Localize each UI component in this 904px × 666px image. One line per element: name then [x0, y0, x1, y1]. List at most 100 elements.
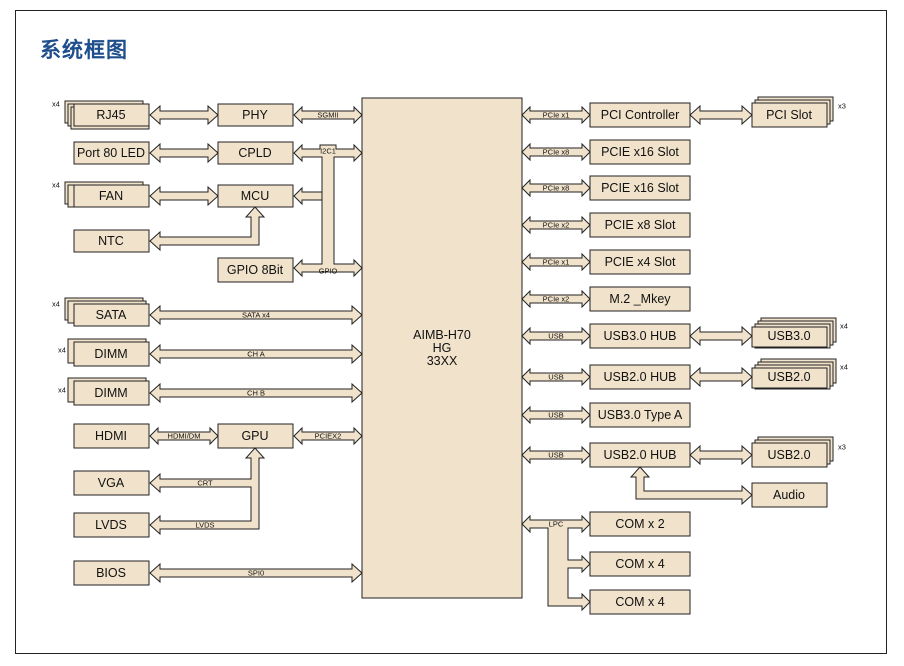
- com3-label: COM x 4: [615, 595, 664, 609]
- usb20-a-label: USB2.0: [767, 370, 810, 384]
- usb30a-label: USB3.0 Type A: [598, 408, 683, 422]
- pcie-x8-a-label: PCIe x8: [543, 148, 570, 157]
- usb30hub-label: USB3.0 HUB: [604, 329, 677, 343]
- cpu-label-2: HG: [433, 341, 452, 355]
- pcie4-label: PCIE x4 Slot: [605, 255, 676, 269]
- hdmi-dm-label: HDMI/DM: [168, 432, 201, 441]
- port80-label: Port 80 LED: [77, 146, 145, 160]
- dimm-a-count: x4: [58, 346, 66, 355]
- audio-label: Audio: [773, 488, 805, 502]
- cpu-label-1: AIMB-H70: [413, 328, 471, 342]
- page-title: 系统框图: [40, 38, 128, 62]
- dimm-b-block: [73, 380, 150, 406]
- cpld-label: CPLD: [238, 146, 271, 160]
- rj45-label: RJ45: [96, 108, 125, 122]
- mcu-label: MCU: [241, 189, 269, 203]
- pciex2-arrow: [293, 426, 363, 446]
- usb20hub-a-label: USB2.0 HUB: [604, 370, 677, 384]
- com3-block: [589, 589, 691, 615]
- port80-block: [73, 141, 150, 165]
- usb-d-label: USB: [548, 451, 563, 460]
- bios-block: [73, 560, 150, 586]
- m2-block: [589, 286, 691, 312]
- cpu-label-3: 33XX: [427, 354, 458, 368]
- chb-label: CH B: [247, 389, 265, 398]
- rj45-phy-arrow: [149, 104, 219, 126]
- phy-block: [217, 103, 294, 127]
- bios-label: BIOS: [96, 566, 126, 580]
- gpu-label: GPU: [241, 429, 268, 443]
- spi0-arrow: [149, 562, 363, 584]
- gpio-bus-label: GPIO: [319, 267, 338, 276]
- pci-slot-arrow: [689, 104, 753, 126]
- com1-label: COM x 2: [615, 517, 664, 531]
- pcie-x8-b-label: PCIe x8: [543, 184, 570, 193]
- cha-label: CH A: [247, 350, 265, 359]
- sata-block: [73, 303, 150, 327]
- pcie-x2-a-label: PCIe x2: [543, 221, 570, 230]
- vga-label: VGA: [98, 476, 125, 490]
- lvds-link-label: LVDS: [195, 521, 214, 530]
- audio-arrow: [629, 466, 753, 506]
- chb-arrow: [149, 382, 363, 404]
- cha-arrow: [149, 343, 363, 365]
- dimm-b-label: DIMM: [94, 386, 127, 400]
- pcie4-block: [589, 249, 691, 275]
- i2c1-label: I2C1: [320, 147, 336, 156]
- usb30-port-arrow: [689, 325, 753, 347]
- pcie-x1-b-label: PCIe x1: [543, 258, 570, 267]
- usb30-label: USB3.0: [767, 329, 810, 343]
- pci-controller-block: [589, 102, 691, 128]
- usb20-b-count: x3: [838, 443, 846, 452]
- pcie8-label: PCIE x8 Slot: [605, 218, 676, 232]
- lvds-label: LVDS: [95, 518, 127, 532]
- usb20hub-a-block: [589, 364, 691, 390]
- com1-block: [589, 511, 691, 537]
- usb30-block: [751, 326, 828, 348]
- fan-label: FAN: [99, 189, 123, 203]
- usb20-a-port-arrow: [689, 366, 753, 388]
- rj45-count: x4: [52, 100, 60, 109]
- hdmi-block: [73, 423, 150, 449]
- pci-slot-block: [751, 102, 828, 128]
- ntc-mcu-arrow: [149, 206, 266, 252]
- lpc-label: LPC: [549, 520, 564, 529]
- cpu-block: [361, 97, 523, 599]
- usb20-b-port-arrow: [689, 444, 753, 466]
- audio-block: [751, 482, 828, 508]
- pcie16-b-block: [589, 175, 691, 201]
- usb30hub-block: [589, 323, 691, 349]
- sata-label: SATA: [96, 308, 127, 322]
- dimm-a-block: [73, 341, 150, 367]
- m2-label: M.2 _Mkey: [609, 292, 671, 306]
- rj45-block: [73, 103, 150, 127]
- sgmii-label: SGMII: [317, 111, 338, 120]
- pciex2-label: PCIEX2: [315, 432, 342, 441]
- vga-block: [73, 470, 150, 496]
- pci-slot-label: PCI Slot: [766, 108, 812, 122]
- usb20-b-label: USB2.0: [767, 448, 810, 462]
- usb20-a-count: x4: [840, 363, 848, 372]
- pcie16-b-label: PCIE x16 Slot: [601, 181, 679, 195]
- com2-block: [589, 551, 691, 577]
- pcie-x2-b-label: PCIe x2: [543, 295, 570, 304]
- usb20-b-block: [751, 442, 828, 468]
- com2-label: COM x 4: [615, 557, 664, 571]
- sgmii-arrow: [293, 105, 363, 125]
- pcie16-a-label: PCIE x16 Slot: [601, 145, 679, 159]
- i2c1-bus: [293, 143, 363, 278]
- spi0-label: SPI0: [248, 569, 264, 578]
- usb20-a-block: [751, 367, 828, 389]
- fan-mcu-arrow: [149, 185, 219, 207]
- gpio8bit-block: [217, 257, 294, 283]
- pcie-x1-a-label: PCIe x1: [543, 111, 570, 120]
- gpu-block: [217, 423, 294, 449]
- usb20hub-b-label: USB2.0 HUB: [604, 448, 677, 462]
- phy-label: PHY: [242, 108, 268, 122]
- diagram-frame: [15, 10, 887, 654]
- fan-count: x4: [52, 181, 60, 190]
- pcie8-block: [589, 212, 691, 238]
- pci-controller-label: PCI Controller: [601, 108, 680, 122]
- ntc-label: NTC: [98, 234, 124, 248]
